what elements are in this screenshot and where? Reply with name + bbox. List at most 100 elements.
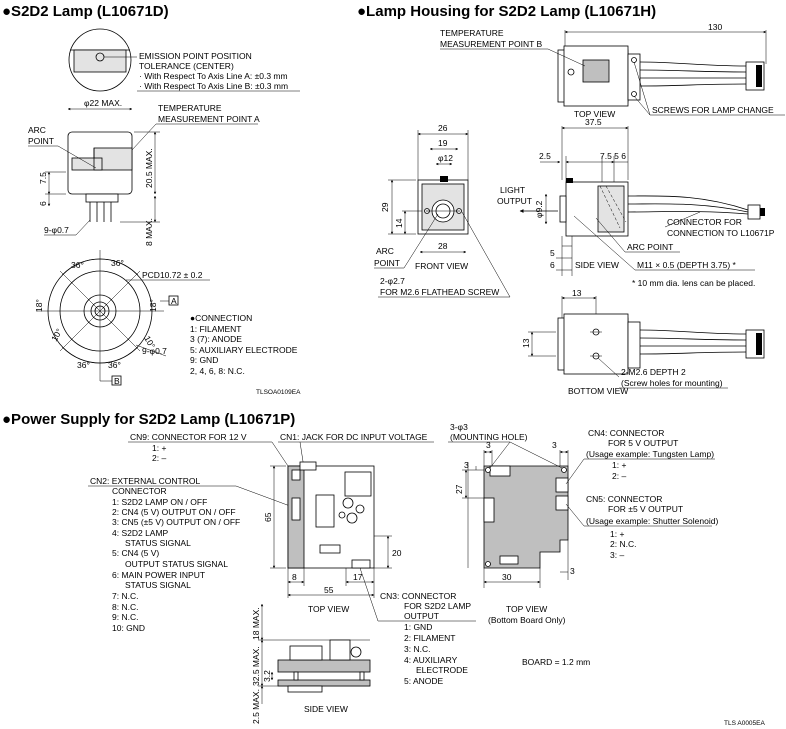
axis-b-label: B bbox=[114, 376, 120, 386]
cn5-pin-2: 2: N.C. bbox=[610, 539, 636, 549]
dim-7-5-5-6: 7.5 5 6 bbox=[600, 151, 626, 161]
power-top-view-label: TOP VIEW bbox=[308, 604, 349, 614]
screws-label: SCREWS FOR LAMP CHANGE bbox=[652, 105, 774, 115]
light-output-label: LIGHT bbox=[500, 185, 525, 195]
cn9-label: CN9: CONNECTOR FOR 12 V bbox=[130, 432, 247, 442]
cn3-pin-4: 4: AUXILIARY bbox=[404, 655, 458, 665]
cn5-label: CN5: CONNECTOR bbox=[586, 494, 662, 504]
dim-20-5-max: 20.5 MAX. bbox=[144, 148, 154, 188]
dim-20: 20 bbox=[392, 548, 402, 558]
emission-tolerance-label: EMISSION POINT POSITION bbox=[139, 51, 252, 61]
angle-36-bottom-right: 36° bbox=[108, 360, 121, 370]
dim-8-max: 8 MAX. bbox=[144, 218, 154, 246]
drawing-code-1: TLSOA0109EA bbox=[256, 389, 301, 396]
cn2-label-2: CONNECTOR bbox=[112, 486, 167, 496]
dim-3-top-right: 3 bbox=[552, 440, 557, 450]
power-side-view-label: SIDE VIEW bbox=[304, 704, 348, 714]
axis-b-box bbox=[111, 375, 122, 386]
cn2-pin-10: 10: GND bbox=[112, 623, 145, 633]
dim-6: 6 bbox=[38, 201, 48, 206]
cn2-pin-6b: STATUS SIGNAL bbox=[125, 580, 191, 590]
dim-37-5: 37.5 bbox=[585, 117, 602, 127]
housing-connector-label: CONNECTOR FOR bbox=[667, 217, 742, 227]
flathead-screw-label: 2-φ2.7 bbox=[380, 276, 405, 286]
dim-5: 5 bbox=[550, 248, 555, 258]
housing-connector-label-2: CONNECTION TO L10671P bbox=[667, 228, 775, 238]
dim-28: 28 bbox=[438, 241, 448, 251]
cn2-pin-8: 8: N.C. bbox=[112, 602, 138, 612]
s2d2-lamp-title: ●S2D2 Lamp (L10671D) bbox=[2, 3, 169, 20]
dim-6-side: 6 bbox=[550, 260, 555, 270]
s2d2-lamp-section: ●S2D2 Lamp (L10671D) EMISSION POINT POSI… bbox=[2, 3, 301, 396]
dim-27: 27 bbox=[454, 484, 464, 494]
dim-9-2: φ9.2 bbox=[534, 200, 544, 218]
lamp-side-view bbox=[45, 107, 160, 223]
connection-1: 1: FILAMENT bbox=[190, 324, 241, 334]
arc-point-label: ARC bbox=[28, 125, 46, 135]
emission-tolerance-label-2: TOLERANCE (CENTER) bbox=[139, 61, 234, 71]
cn3-label-3: OUTPUT bbox=[404, 611, 439, 621]
drawing-code-2: TLS A0005EA bbox=[724, 720, 765, 727]
dim-26: 26 bbox=[438, 123, 448, 133]
mounting-hole-label: 3-φ3 bbox=[450, 422, 468, 432]
housing-side-arc-label: ARC POINT bbox=[627, 242, 673, 252]
cn2-pin-4b: STATUS SIGNAL bbox=[125, 538, 191, 548]
pins-label-top: 9-φ0.7 bbox=[44, 225, 69, 235]
cn2-pin-9: 9: N.C. bbox=[112, 612, 138, 622]
power-supply-top-view bbox=[270, 461, 392, 598]
temp-point-b-label: TEMPERATURE bbox=[440, 28, 504, 38]
bottom-view-label: BOTTOM VIEW bbox=[568, 386, 628, 396]
pcd-label: PCD10.72 ± 0.2 bbox=[142, 270, 203, 280]
cn3-pin-2: 2: FILAMENT bbox=[404, 633, 455, 643]
cn4-label-2: FOR 5 V OUTPUT bbox=[608, 438, 678, 448]
dim-13-horizontal: 13 bbox=[572, 288, 582, 298]
dim-55: 55 bbox=[324, 585, 334, 595]
housing-side-view bbox=[519, 126, 765, 276]
pins-label-bottom: 9-φ0.7 bbox=[142, 346, 167, 356]
cn2-pin-2: 2: CN4 (5 V) OUTPUT ON / OFF bbox=[112, 507, 236, 517]
light-output-label-2: OUTPUT bbox=[497, 196, 532, 206]
angle-18-left: 18° bbox=[34, 299, 44, 312]
cn1-label: CN1: JACK FOR DC INPUT VOLTAGE bbox=[280, 432, 428, 442]
power-supply-title: ●Power Supply for S2D2 Lamp (L10671P) bbox=[2, 411, 295, 428]
emission-tolerance-axis-b: · With Respect To Axis Line B: ±0.3 mm bbox=[139, 81, 288, 91]
board-thickness-label: BOARD = 1.2 mm bbox=[522, 657, 590, 667]
housing-top-view bbox=[557, 30, 767, 107]
cn3-pin-3: 3: N.C. bbox=[404, 644, 430, 654]
connection-2: 3 (7): ANODE bbox=[190, 334, 242, 344]
power-supply-section: ●Power Supply for S2D2 Lamp (L10671P) CN… bbox=[2, 411, 765, 727]
dim-3-2: 3.2 bbox=[262, 670, 272, 682]
lamp-pin-bottom-view bbox=[36, 250, 164, 382]
housing-front-view bbox=[388, 130, 469, 254]
cn9-pin-2: 2: – bbox=[152, 453, 166, 463]
cn5-pin-3: 3: – bbox=[610, 550, 624, 560]
connection-3: 5: AUXILIARY ELECTRODE bbox=[190, 345, 298, 355]
housing-arc-label: ARC bbox=[376, 246, 394, 256]
dim-3-left-vertical: 3 bbox=[464, 460, 469, 470]
power-supply-side-view bbox=[258, 603, 371, 704]
dim-130: 130 bbox=[708, 22, 722, 32]
lens-note: * 10 mm dia. lens can be placed. bbox=[632, 278, 755, 288]
cn3-pin-4b: ELECTRODE bbox=[416, 665, 468, 675]
housing-bottom-view bbox=[528, 296, 765, 375]
cn3-pin-1: 1: GND bbox=[404, 622, 432, 632]
bottom-board-view-label: TOP VIEW bbox=[506, 604, 547, 614]
emission-tolerance-axis-a: · With Respect To Axis Line A: ±0.3 mm bbox=[139, 71, 288, 81]
front-view-label: FRONT VIEW bbox=[415, 261, 468, 271]
dim-32-5-max: 32.5 MAX. bbox=[251, 646, 261, 686]
dim-7-5: 7.5 bbox=[38, 172, 48, 184]
mounting-holes-label: 2-M2.6 DEPTH 2 bbox=[621, 367, 686, 377]
cn4-pin-1: 1: + bbox=[612, 460, 626, 470]
cn4-label: CN4: CONNECTOR bbox=[588, 428, 664, 438]
flathead-screw-label-2: FOR M2.6 FLATHEAD SCREW bbox=[380, 287, 499, 297]
angle-36-top-right: 36° bbox=[111, 258, 124, 268]
angle-36-bottom-left: 36° bbox=[77, 360, 90, 370]
axis-a-box bbox=[168, 295, 179, 306]
dim-2-5: 2.5 bbox=[539, 151, 551, 161]
cn3-label-2: FOR S2D2 LAMP bbox=[404, 601, 471, 611]
temp-point-b-label-2: MEASUREMENT POINT B bbox=[440, 39, 543, 49]
dim-29: 29 bbox=[380, 202, 390, 212]
mounting-holes-label-2: (Screw holes for mounting) bbox=[621, 378, 723, 388]
dim-14: 14 bbox=[394, 218, 404, 228]
